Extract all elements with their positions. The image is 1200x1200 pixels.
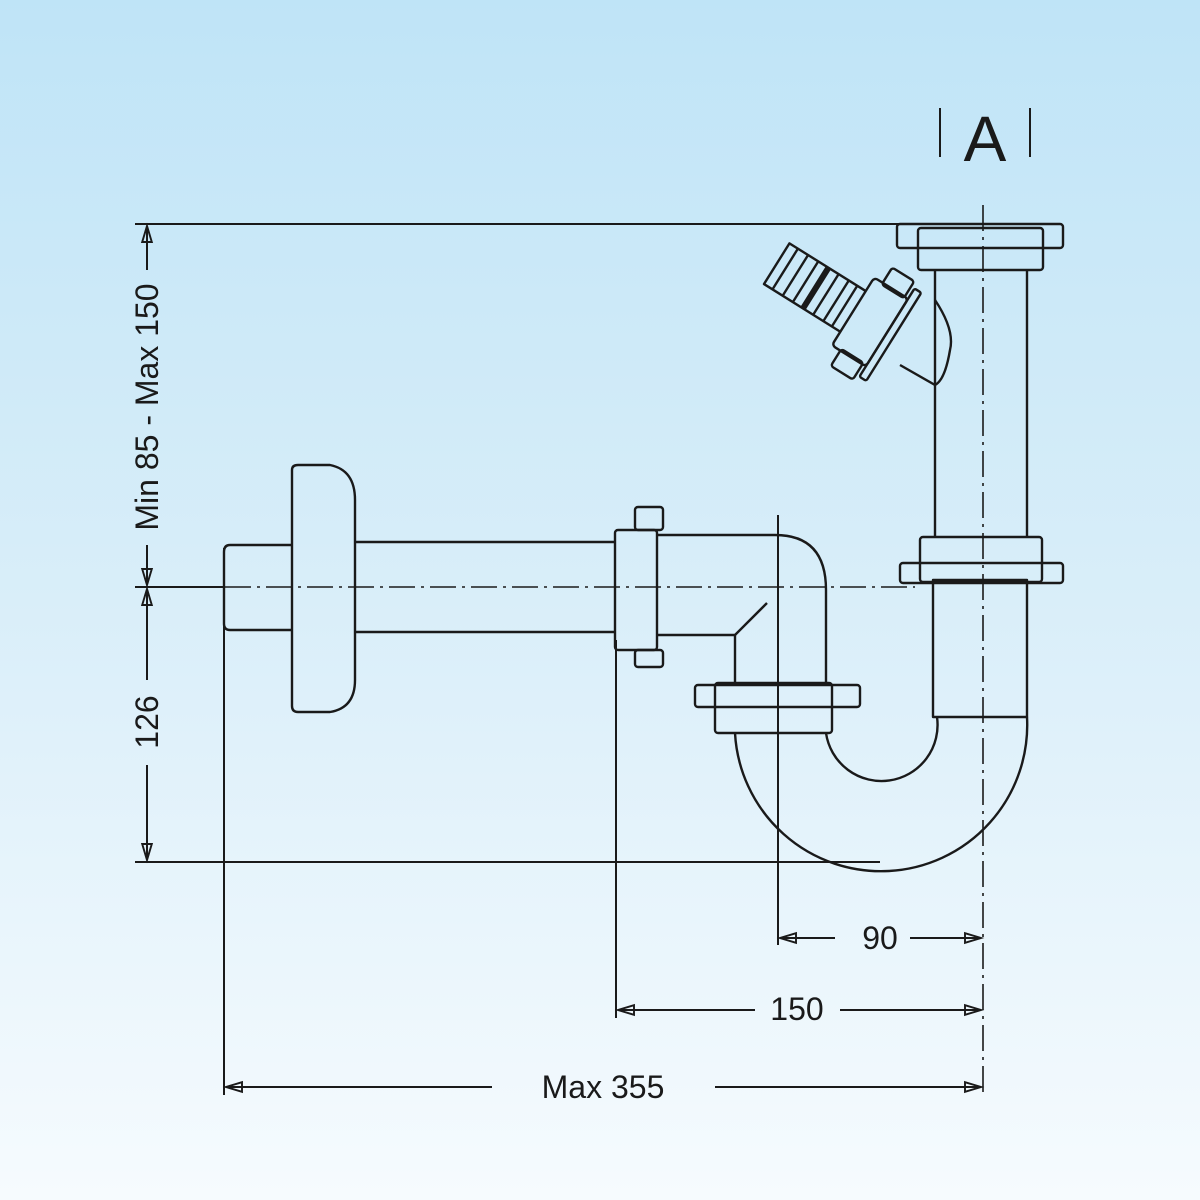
u-bend <box>733 716 1029 873</box>
wall-outlet-pipe <box>222 463 615 714</box>
vertical-riser <box>895 222 1065 719</box>
section-marker: A <box>939 103 1031 175</box>
drop-label: 126 <box>129 695 165 748</box>
section-label: A <box>964 103 1007 175</box>
reference-lines <box>135 205 984 1095</box>
elbow-fitting <box>613 505 862 735</box>
height-range-label: Min 85 - Max 150 <box>129 283 165 530</box>
vertical-dimension: Min 85 - Max 150 126 <box>129 222 165 864</box>
inlet-offset-label: 150 <box>770 991 823 1027</box>
horizontal-dimensions: 90 150 Max 355 <box>222 920 985 1105</box>
max-length-label: Max 355 <box>542 1069 665 1105</box>
hose-connector <box>762 242 953 387</box>
outlet-offset-label: 90 <box>862 920 898 956</box>
